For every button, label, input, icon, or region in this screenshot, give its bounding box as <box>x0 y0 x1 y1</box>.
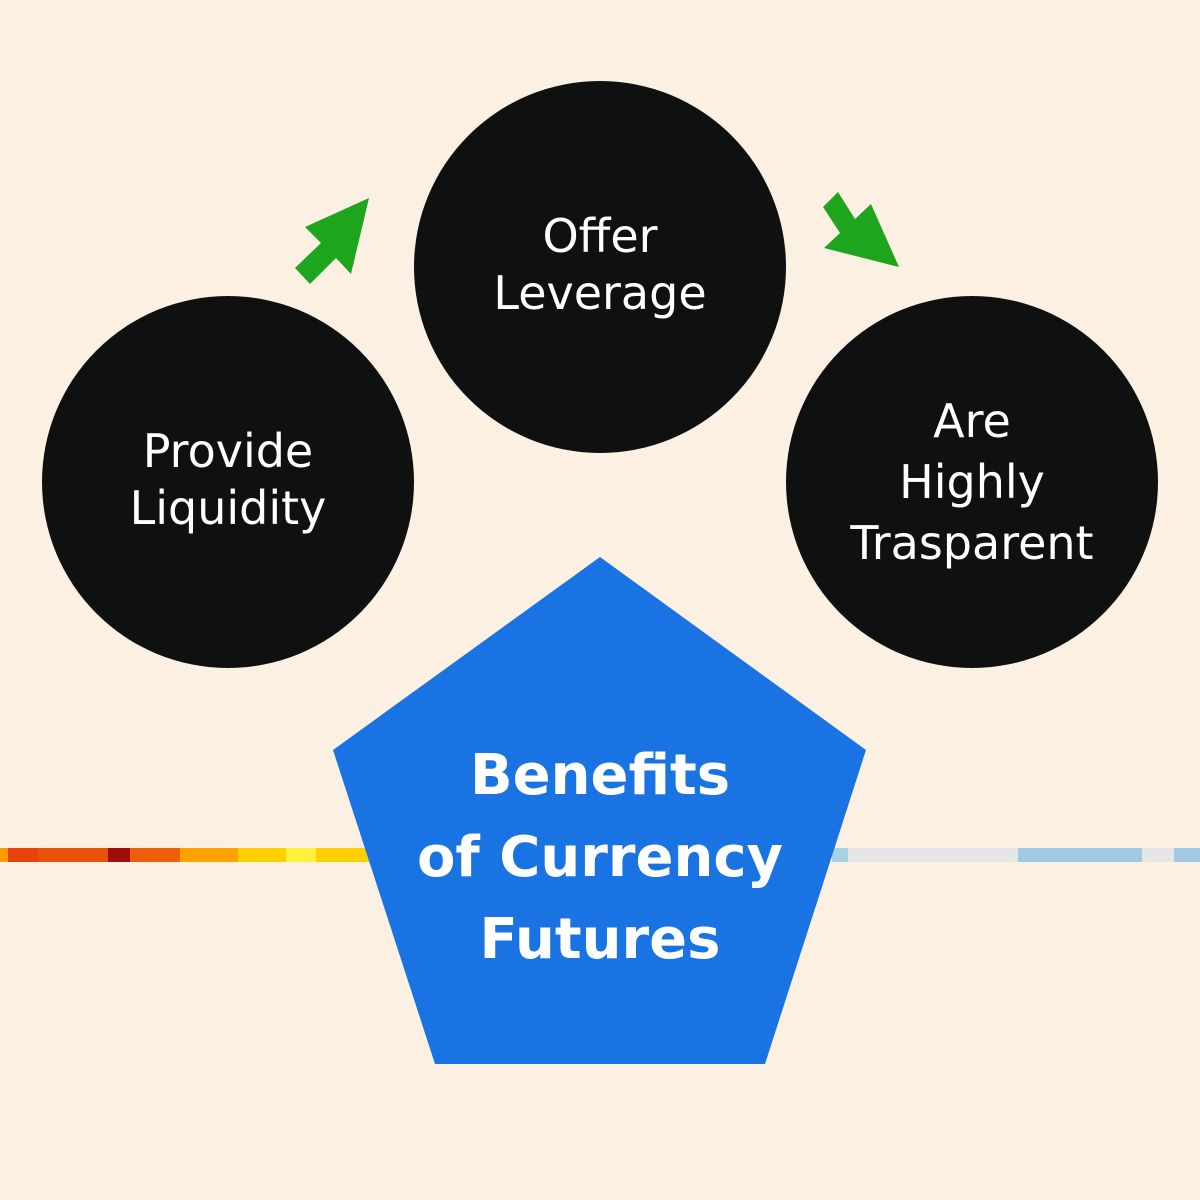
benefit-circle-highly-transparent: Are Highly Trasparent <box>786 296 1158 668</box>
stripe-segment <box>130 848 180 862</box>
benefit-circle-offer-leverage: Offer Leverage <box>414 81 786 453</box>
arrow-up-right-icon <box>295 198 369 284</box>
benefit-label-line: Offer <box>542 209 658 263</box>
stripe-segment <box>238 848 286 862</box>
stripe-segment <box>316 848 370 862</box>
benefit-label-line: Are <box>933 393 1011 448</box>
benefit-label-line: Trasparent <box>850 515 1094 570</box>
benefit-label-line: Highly <box>899 454 1045 509</box>
stripe-segment <box>108 848 130 862</box>
stripe-segment <box>286 848 316 862</box>
stripe-segment <box>1018 848 1142 862</box>
benefit-label-line: Liquidity <box>129 481 327 535</box>
benefit-label-line: Provide <box>142 424 314 478</box>
stripe-segment <box>8 848 38 862</box>
stripe-segment <box>1174 848 1200 862</box>
title-line: Benefits <box>469 743 731 808</box>
stripe-segment <box>1142 848 1174 862</box>
benefit-label-line: Leverage <box>493 266 707 320</box>
stripe-segment <box>832 848 848 862</box>
arrow-down-right-icon <box>823 192 899 267</box>
stripe-segment <box>38 848 108 862</box>
benefit-circle-provide-liquidity: Provide Liquidity <box>42 296 414 668</box>
title-line: of Currency <box>416 825 784 890</box>
diagram-title: Benefits of Currency Futures <box>360 735 840 981</box>
title-line: Futures <box>479 907 721 972</box>
stripe-segment <box>848 848 1018 862</box>
stripe-segment <box>0 848 8 862</box>
stripe-segment <box>180 848 238 862</box>
